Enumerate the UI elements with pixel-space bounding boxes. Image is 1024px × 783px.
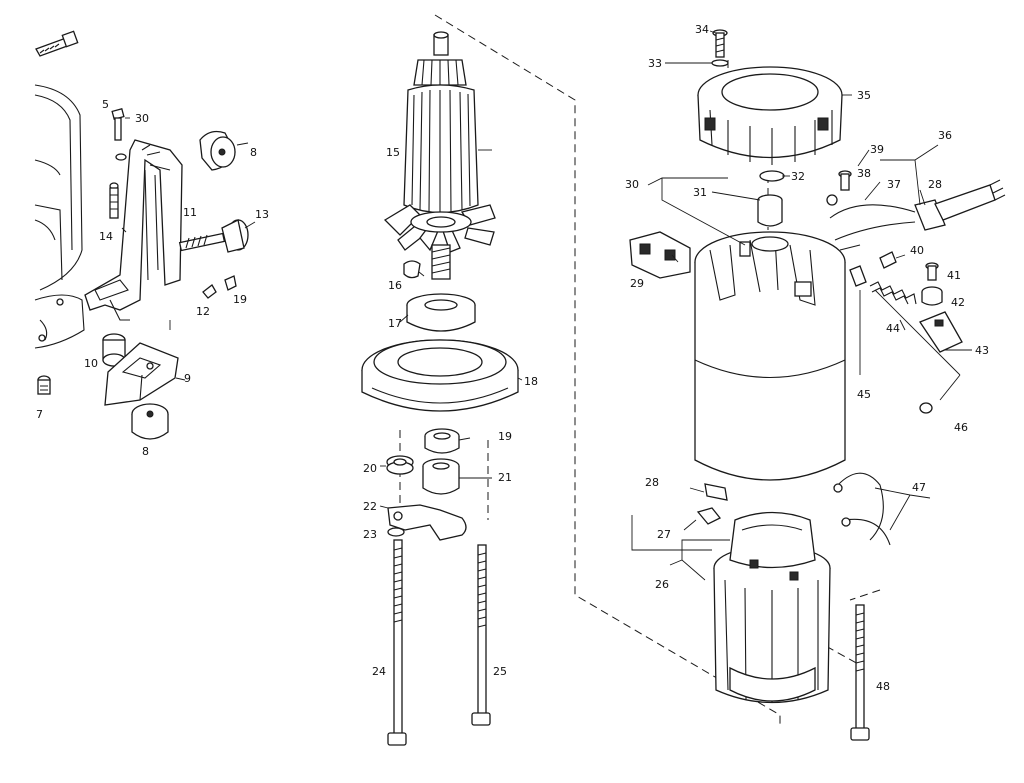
callout-10: 10 [84, 357, 98, 370]
screw-7 [37, 375, 51, 395]
thumb-screw-13 [178, 219, 249, 253]
callout-36: 36 [938, 129, 952, 142]
callout-18: 18 [524, 375, 538, 388]
callout-27: 27 [657, 528, 671, 541]
callout-11: 11 [183, 206, 197, 219]
callout-15: 15 [386, 146, 400, 159]
callout-38: 38 [857, 167, 871, 180]
callout-42: 42 [951, 296, 965, 309]
callout-9: 9 [184, 372, 191, 385]
brush-holder-43 [919, 311, 963, 353]
callout-13: 13 [255, 208, 269, 221]
callout-33: 33 [648, 57, 662, 70]
callout-47: 47 [912, 481, 926, 494]
nut-19 [424, 428, 460, 454]
callout-14: 14 [99, 230, 113, 243]
stator-26 [713, 511, 831, 704]
callout-26: 26 [655, 578, 669, 591]
disc-32 [759, 170, 785, 182]
brush-45 [849, 265, 867, 287]
brush-holder-29 [629, 231, 691, 279]
bolt-top-left [35, 30, 79, 57]
callout-48: 48 [876, 680, 890, 693]
callout-31: 31 [693, 186, 707, 199]
callout-23: 23 [363, 528, 377, 541]
callout-21: 21 [498, 471, 512, 484]
motor-housing-30 [694, 231, 846, 481]
callout-19: 19 [498, 430, 512, 443]
screw-46 [919, 402, 933, 414]
washer-20 [386, 455, 414, 475]
armature-assembly [361, 14, 781, 746]
callout-12: 12 [196, 305, 210, 318]
spacer-10 [102, 333, 126, 367]
callout-22: 22 [363, 500, 377, 513]
callout-30-left: 30 [135, 112, 149, 125]
callout-35: 35 [857, 89, 871, 102]
cord-36 [826, 179, 1006, 251]
knob-8-bottom [131, 403, 169, 440]
callout-28-top: 28 [928, 178, 942, 191]
key-16 [403, 260, 421, 279]
screw-34 [712, 29, 728, 58]
washer-23 [387, 527, 405, 537]
callout-45: 45 [857, 388, 871, 401]
callout-5: 5 [102, 98, 109, 111]
callout-17: 17 [388, 317, 402, 330]
callout-40: 40 [910, 244, 924, 257]
callout-37: 37 [887, 178, 901, 191]
screw-41 [925, 262, 939, 281]
bolt-14 [109, 182, 119, 219]
leads-47 [833, 472, 891, 546]
long-bolt-25 [471, 544, 491, 726]
callout-28-bottom: 28 [645, 476, 659, 489]
callout-20: 20 [363, 462, 377, 475]
callout-29: 29 [630, 277, 644, 290]
callout-labels: 5 30 7 8 8 9 10 11 12 13 14 19 15 16 17 … [36, 23, 989, 693]
long-bolt-24 [387, 539, 407, 746]
callout-7: 7 [36, 408, 43, 421]
callout-44: 44 [886, 322, 900, 335]
callout-8-top: 8 [250, 146, 257, 159]
block-9 [104, 342, 179, 406]
terminal-40 [879, 251, 897, 269]
armature-15 [383, 31, 496, 280]
washer-33 [711, 59, 729, 67]
callout-46: 46 [954, 421, 968, 434]
base-assembly [34, 30, 256, 440]
knob-8-top [199, 130, 236, 171]
clamp-bracket-11 [84, 139, 183, 321]
lead-27 [696, 507, 722, 525]
callout-24: 24 [372, 665, 386, 678]
callout-25: 25 [493, 665, 507, 678]
motor-assembly [629, 29, 1006, 741]
bushing-21 [422, 458, 460, 495]
callout-41: 41 [947, 269, 961, 282]
base-housing [34, 84, 83, 291]
bolt-48 [850, 604, 870, 741]
callout-32: 32 [791, 170, 805, 183]
callout-19-left: 19 [233, 293, 247, 306]
cap-42 [921, 286, 943, 306]
callout-39: 39 [870, 143, 884, 156]
callout-34: 34 [695, 23, 709, 36]
bearing-17 [406, 293, 476, 332]
terminal-28 [704, 483, 728, 501]
callout-43: 43 [975, 344, 989, 357]
bushing-31 [757, 194, 783, 227]
washer-12 [202, 284, 217, 299]
cap-35 [697, 66, 843, 165]
screw-38 [838, 170, 852, 191]
clip-plate-22 [387, 504, 467, 541]
callout-8-bottom: 8 [142, 445, 149, 458]
callout-16: 16 [388, 279, 402, 292]
spring-44 [869, 281, 917, 305]
callout-30: 30 [625, 178, 639, 191]
end-plate-18 [361, 339, 519, 412]
screw-5 [111, 108, 127, 161]
washer-19-left [224, 275, 237, 291]
